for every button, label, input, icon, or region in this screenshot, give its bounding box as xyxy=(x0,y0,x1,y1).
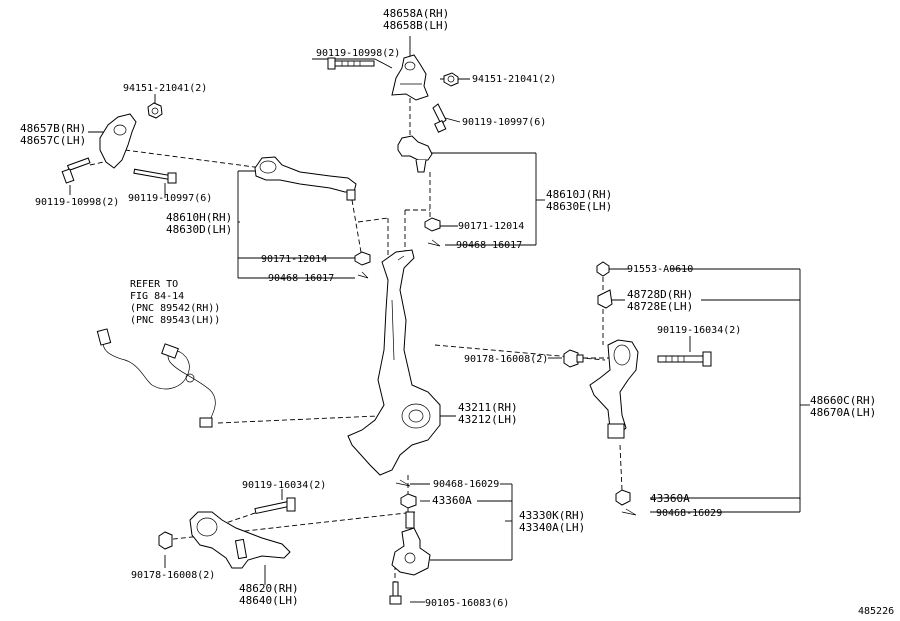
label-bolt-left-2: 90119-10997(6) xyxy=(128,193,212,204)
label-bolt-right-long: 90119-16034(2) xyxy=(657,325,741,336)
label-nut-right-hex: 90178-16008(2) xyxy=(464,354,548,365)
label-nut-right-low: 43360A xyxy=(650,492,690,505)
label-upper-arm-l-rh: 48610H(RH) xyxy=(166,211,232,224)
bolt-top-left xyxy=(327,57,375,70)
label-bracket-right-lh: 48728E(LH) xyxy=(627,300,693,313)
label-nut-arm-r: 90171-12014 xyxy=(458,221,524,232)
label-lower-arm-lh: 48640(LH) xyxy=(239,594,299,607)
label-refer-1: REFER TO xyxy=(130,279,178,290)
bolt-right-long xyxy=(657,351,712,367)
label-pin-right-low: 90468-16029 xyxy=(656,508,722,519)
label-strut-arm-lh: 48670A(LH) xyxy=(810,406,876,419)
bolt-left-2 xyxy=(133,168,177,184)
label-pin-arm-l: 90468-16017 xyxy=(268,273,334,284)
label-pin-arm-r: 90468-16017 xyxy=(456,240,522,251)
nut-right-hex xyxy=(563,349,584,368)
label-bolt-left-1: 90119-10998(2) xyxy=(35,197,119,208)
label-refer-2: FIG 84-14 xyxy=(130,291,184,302)
castle-nut-right-low xyxy=(615,489,631,506)
label-left-bracket-lh: 48657C(LH) xyxy=(20,134,86,147)
bolt-left-1 xyxy=(61,157,91,184)
label-knuckle-lh: 43212(LH) xyxy=(458,413,518,426)
label-bolt-top: 90119-10998(2) xyxy=(316,48,400,59)
label-bolt-bottom: 90105-16083(6) xyxy=(425,598,509,609)
label-refer-3: (PNC 89542(RH)) xyxy=(130,303,220,314)
label-nut-left: 94151-21041(2) xyxy=(123,83,207,94)
label-bolt-right-top: 91553-A0610 xyxy=(627,264,693,275)
figure-number: 485226 xyxy=(858,606,894,617)
label-refer-4: (PNC 89543(LH)) xyxy=(130,315,220,326)
upper-control-arm-right xyxy=(397,135,433,173)
nut-top-right xyxy=(443,72,459,87)
abs-sensor-wire xyxy=(96,328,216,428)
cotter-pin-right-low xyxy=(621,508,637,516)
label-strut-arm-rh: 48660C(RH) xyxy=(810,394,876,407)
label-nut-arm-l: 90171-12014 xyxy=(261,254,327,265)
label-nut-balljoint: 43360A xyxy=(432,494,472,507)
nut-lower-left xyxy=(158,531,173,550)
label-knuckle-rh: 43211(RH) xyxy=(458,401,518,414)
castle-nut-right xyxy=(424,217,441,232)
upper-mount-bracket-top xyxy=(391,54,429,101)
label-balljoint-rh: 43330K(RH) xyxy=(519,509,585,522)
label-pin-balljoint: 90468-16029 xyxy=(433,479,499,490)
label-balljoint-lh: 43340A(LH) xyxy=(519,521,585,534)
bolt-bottom xyxy=(389,581,402,605)
label-nut-top-right: 94151-21041(2) xyxy=(472,74,556,85)
castle-nut-left xyxy=(354,251,371,266)
label-nut-lower-left: 90178-16008(2) xyxy=(131,570,215,581)
label-left-bracket-rh: 48657B(RH) xyxy=(20,122,86,135)
cotter-pin-left xyxy=(357,271,369,279)
label-lower-arm-rh: 48620(RH) xyxy=(239,582,299,595)
label-upper-arm-r-rh: 48610J(RH) xyxy=(546,188,612,201)
lower-control-arm xyxy=(189,511,291,569)
label-top-bracket-rh: 48658A(RH) xyxy=(383,7,449,20)
label-bolt-top-right: 90119-10997(6) xyxy=(462,117,546,128)
ball-joint xyxy=(391,511,431,576)
bolt-right-top xyxy=(596,261,610,277)
label-upper-arm-r-lh: 48630E(LH) xyxy=(546,200,612,213)
nut-left-top xyxy=(147,102,163,119)
label-bolt-lower-left: 90119-16034(2) xyxy=(242,480,326,491)
steering-knuckle xyxy=(347,249,441,476)
bracket-right xyxy=(597,289,613,309)
bolt-lower-left xyxy=(254,497,296,515)
label-top-bracket-lh: 48658B(LH) xyxy=(383,19,449,32)
cotter-pin-balljoint xyxy=(395,479,411,487)
label-bracket-right-rh: 48728D(RH) xyxy=(627,288,693,301)
bolt-top-right xyxy=(432,103,447,133)
upper-control-arm-left xyxy=(254,156,357,201)
cotter-pin-right xyxy=(427,239,441,247)
label-upper-arm-l-lh: 48630D(LH) xyxy=(166,223,232,236)
part-labels: 48658A(RH) 48658B(LH) 90119-10998(2) 941… xyxy=(20,7,894,617)
lower-strut-arm-right xyxy=(589,339,639,439)
upper-mount-bracket-left xyxy=(99,113,137,169)
castle-nut-balljoint xyxy=(400,493,417,509)
